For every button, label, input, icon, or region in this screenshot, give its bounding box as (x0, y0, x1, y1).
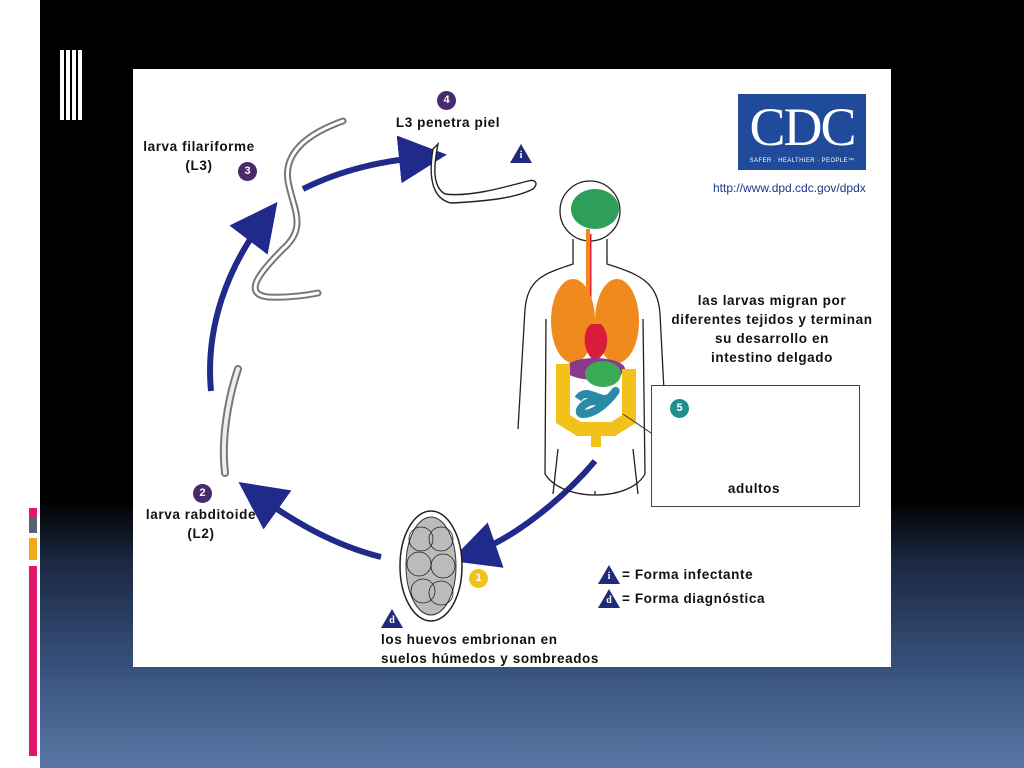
stage-badge-1: 1 (469, 569, 488, 588)
stage-label-3: larva filariforme (L3) (143, 139, 255, 173)
foot (430, 141, 537, 204)
arrow-egg-to-rhabditiform (238, 482, 382, 560)
cdc-logo-letters: CDC (749, 97, 856, 157)
stage-badge-5: 5 (670, 399, 689, 418)
legend-diagnostic-text: = Forma diagnóstica (622, 591, 766, 606)
life-cycle-diagram: CDC SAFER · HEALTHIER · PEOPLE™ http://w… (133, 69, 891, 667)
legend-infective-text: = Forma infectante (622, 567, 754, 582)
cdc-logo: CDC SAFER · HEALTHIER · PEOPLE™ (738, 94, 866, 170)
diagram-drawing (207, 117, 849, 622)
arrow-body-to-egg (450, 459, 598, 568)
accent-bar-orange (29, 538, 37, 560)
migration-text: las larvas migran por diferentes tejidos… (671, 293, 873, 365)
cdc-logo-tagline: SAFER · HEALTHIER · PEOPLE™ (749, 158, 855, 164)
stage-badge-2: 2 (193, 484, 212, 503)
stage-label-5: adultos (727, 481, 781, 496)
stage-label-4: L3 penetra piel (395, 115, 501, 130)
arrow-rhabditiform-to-filariform (207, 201, 278, 392)
source-url: http://www.dpd.cdc.gov/dpdx (713, 181, 866, 195)
decorative-lines (60, 50, 82, 120)
arrow-filariform-to-skin (301, 135, 447, 192)
stage-label-2: larva rabditoide (L2) (145, 507, 257, 541)
accent-bar-pink-long (29, 566, 37, 756)
accent-bar-gray (29, 517, 37, 533)
stage-label-1: los huevos embrionan en suelos húmedos y… (381, 632, 600, 666)
stage-badge-3: 3 (238, 162, 257, 181)
stage-badge-4: 4 (437, 91, 456, 110)
